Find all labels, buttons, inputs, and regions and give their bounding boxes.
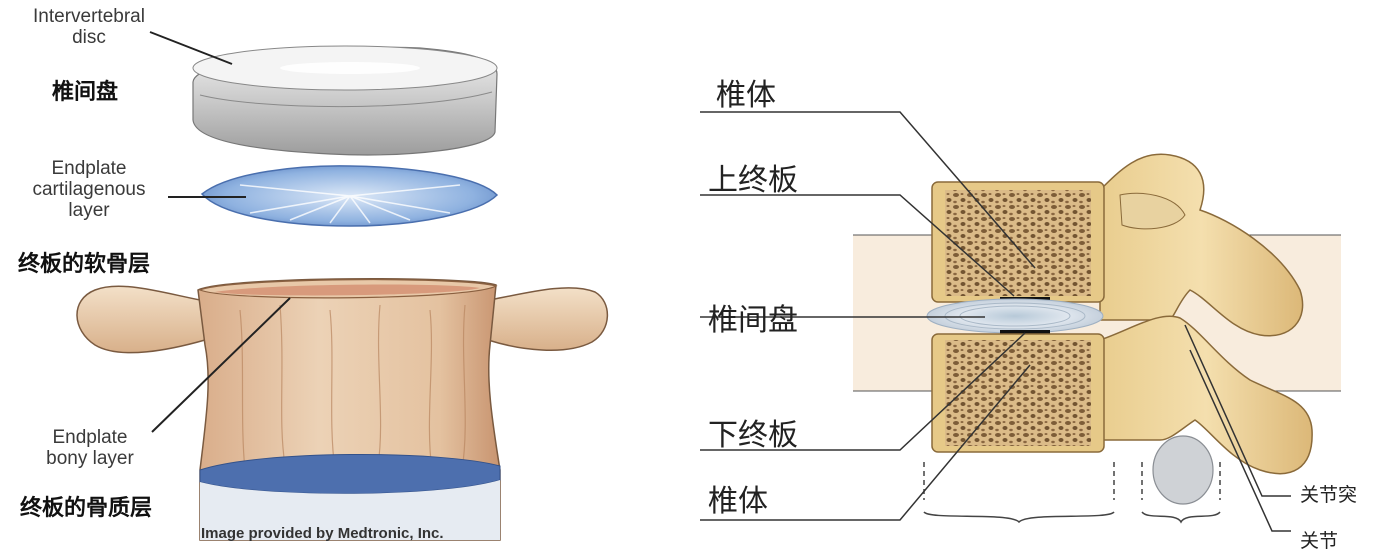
right-leader-lines (700, 111, 1291, 532)
label-line: disc (72, 27, 106, 48)
label-vertebral-body-bottom: 椎体 (708, 484, 768, 519)
label-line: layer (68, 200, 110, 221)
label-vertebral-body-top: 椎体 (716, 78, 776, 113)
label-line: Endplate (52, 427, 128, 448)
label-disc: 椎间盘 (708, 303, 798, 338)
label-lower-endplate: 下终板 (708, 418, 798, 453)
spine-side-view-drawing (926, 153, 1313, 505)
vertebral-body-drawing (76, 278, 609, 541)
label-intervertebral-disc-en: Intervertebral disc (24, 6, 154, 48)
label-facet-2: 关节 (1300, 530, 1339, 552)
label-endplate-cartilage-en: Endplate cartilagenous layer (14, 158, 164, 221)
label-upper-endplate: 上终板 (708, 163, 798, 198)
label-line: bony layer (46, 448, 134, 469)
endplate-cartilage-drawing (200, 165, 499, 227)
label-line: cartilagenous (32, 179, 146, 200)
region-brackets (923, 462, 1221, 524)
label-endplate-bony-zh: 终板的骨质层 (20, 496, 153, 521)
intervertebral-disc-drawing (192, 45, 498, 156)
label-intervertebral-disc-zh: 椎间盘 (52, 80, 119, 105)
label-endplate-cartilage-zh: 终板的软骨层 (18, 252, 151, 277)
label-facet-1: 关节突 (1300, 484, 1358, 506)
label-line: Intervertebral (33, 6, 145, 27)
image-credit: Image provided by Medtronic, Inc. (201, 525, 444, 542)
label-endplate-bony-en: Endplate bony layer (30, 427, 150, 469)
label-line: Endplate (51, 158, 127, 179)
left-leader-lines (149, 31, 291, 433)
